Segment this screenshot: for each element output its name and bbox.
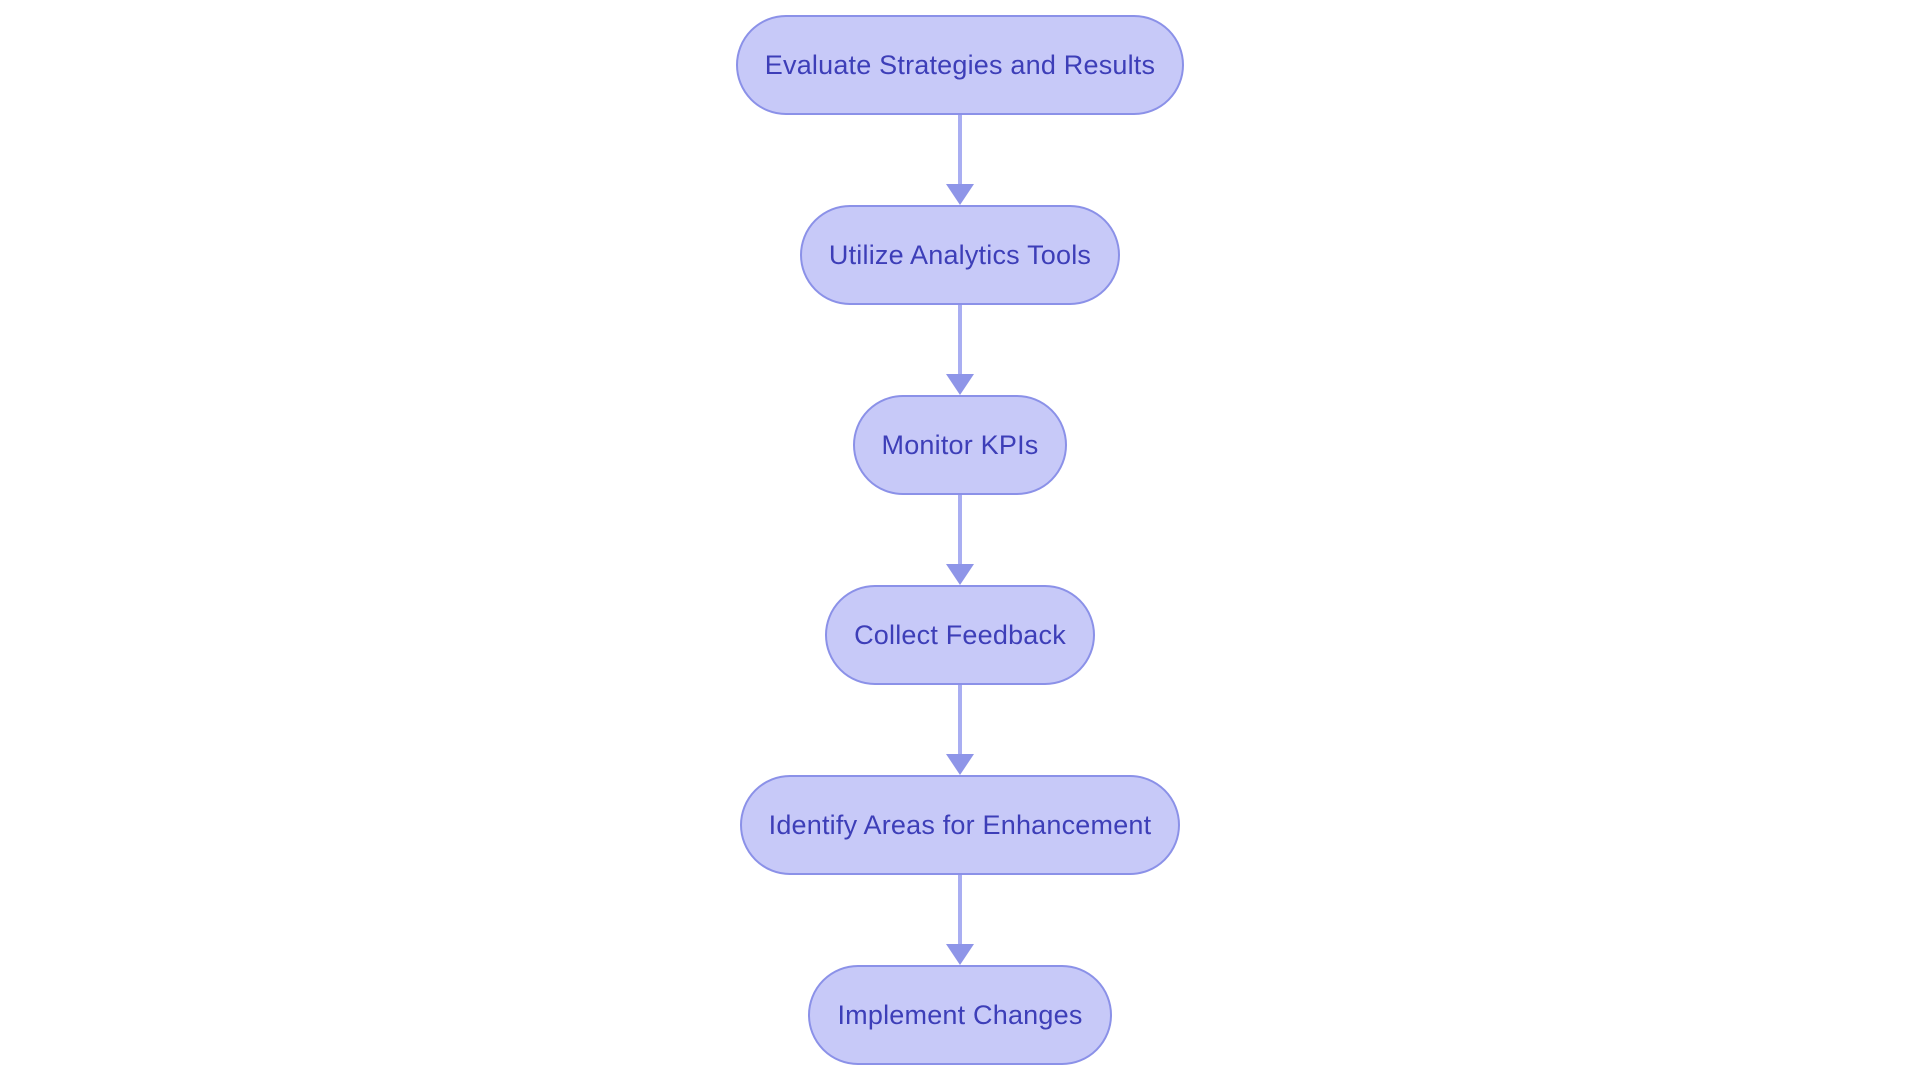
flow-connector-1 (946, 115, 974, 205)
node-evaluate-strategies: Evaluate Strategies and Results (735, 15, 1185, 115)
flow-connector-5 (946, 875, 974, 965)
node-monitor-kpis: Monitor KPIs (852, 395, 1068, 495)
node-implement-changes: Implement Changes (808, 965, 1112, 1065)
arrow-line (958, 305, 962, 374)
arrowhead-down-icon (946, 374, 974, 395)
node-utilize-analytics: Utilize Analytics Tools (799, 205, 1121, 305)
arrowhead-down-icon (946, 564, 974, 585)
node-label: Implement Changes (837, 999, 1083, 1030)
node-collect-feedback: Collect Feedback (825, 585, 1095, 685)
arrowhead-down-icon (946, 944, 974, 965)
node-identify-areas: Identify Areas for Enhancement (739, 775, 1181, 875)
arrowhead-down-icon (946, 184, 974, 205)
arrow-line (958, 685, 962, 754)
node-label: Collect Feedback (854, 619, 1066, 650)
flow-connector-3 (946, 495, 974, 585)
node-label: Evaluate Strategies and Results (764, 49, 1156, 80)
arrow-line (958, 115, 962, 184)
arrow-line (958, 875, 962, 944)
node-label: Utilize Analytics Tools (828, 239, 1092, 270)
arrowhead-down-icon (946, 754, 974, 775)
node-label: Identify Areas for Enhancement (768, 809, 1152, 840)
arrow-line (958, 495, 962, 564)
flow-connector-4 (946, 685, 974, 775)
flow-connector-2 (946, 305, 974, 395)
node-label: Monitor KPIs (881, 429, 1039, 460)
